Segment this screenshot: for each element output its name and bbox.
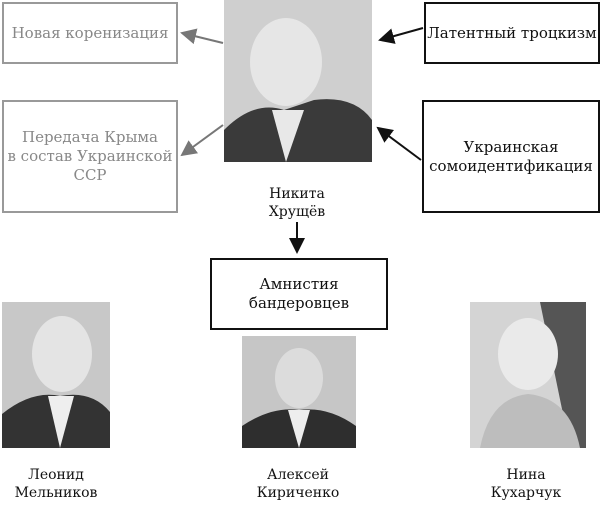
name-line: Никита	[269, 186, 325, 202]
box-text: Новая коренизация	[11, 23, 169, 42]
box-text-line: в состав Украинской	[7, 147, 173, 165]
box-amnesty: Амнистия бандеровцев	[210, 258, 388, 330]
name-line: Хрущёв	[268, 204, 326, 220]
arrow-to-crimea	[180, 124, 224, 157]
arrow-from-self-identification	[376, 126, 422, 161]
box-latent-trotskyism: Латентный троцкизм	[424, 2, 600, 64]
box-text-line: бандеровцев	[248, 294, 350, 312]
box-new-korenizatsiya: Новая коренизация	[2, 2, 178, 64]
box-ukrainian-self-identification: Украинская сомоидентификация	[422, 100, 600, 213]
name-line: Алексей	[267, 467, 329, 483]
box-text-line: Украинская	[463, 137, 559, 156]
name-kirichenko: Алексей Кириченко	[238, 466, 358, 502]
name-line: Кириченко	[256, 485, 340, 501]
box-text-line: Амнистия	[259, 275, 339, 293]
box-crimea-transfer: Передача Крыма в состав Украинской ССР	[2, 100, 178, 213]
box-text: Латентный троцкизм	[427, 23, 597, 42]
box-text-line: сомоидентификация	[429, 156, 593, 175]
portrait-khrushchev	[224, 0, 372, 162]
portrait-melnikov	[2, 302, 110, 448]
name-line: Нина	[506, 467, 546, 483]
name-khrushchev: Никита Хрущёв	[237, 185, 357, 221]
portrait-kukharchuk	[470, 302, 586, 448]
name-line: Кухарчук	[490, 485, 562, 501]
name-line: Мельников	[14, 485, 98, 501]
name-melnikov: Леонид Мельников	[0, 466, 116, 502]
name-kukharchuk: Нина Кухарчук	[466, 466, 586, 502]
name-line: Леонид	[28, 467, 84, 483]
box-text-line: ССР	[73, 166, 107, 184]
arrow-from-trotskyism	[378, 27, 424, 44]
arrow-to-korenizatsiya	[180, 28, 224, 45]
box-text-line: Передача Крыма	[21, 128, 158, 146]
portrait-kirichenko	[242, 336, 356, 448]
